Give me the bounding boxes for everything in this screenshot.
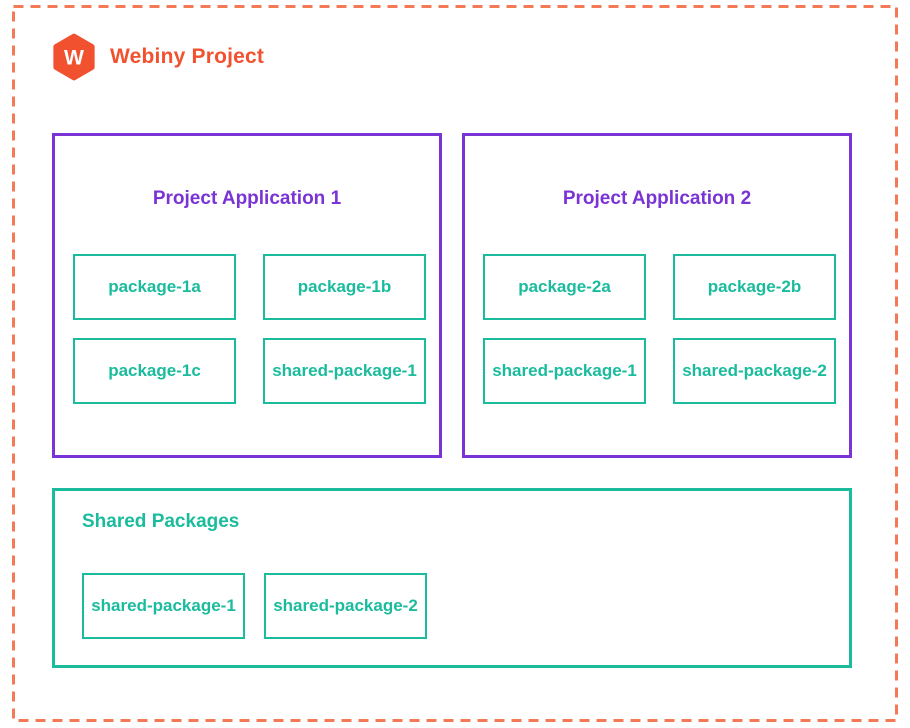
logo-letter: W [64, 46, 84, 69]
webiny-logo-icon: W [53, 33, 95, 81]
shared-packages-title: Shared Packages [82, 511, 240, 532]
shared-packages-box: Shared Packages shared-package-1 shared-… [52, 488, 852, 668]
package-box: shared-package-2 [264, 573, 427, 639]
page-title: Webiny Project [110, 45, 265, 68]
package-box: package-2a [483, 254, 646, 320]
package-box: package-2b [673, 254, 836, 320]
app-1-title: Project Application 1 [152, 188, 342, 209]
package-box: package-1b [263, 254, 426, 320]
project-application-1-box: Project Application 1 package-1a package… [52, 133, 442, 458]
project-application-2-box: Project Application 2 package-2a package… [462, 133, 852, 458]
app-2-title: Project Application 2 [562, 188, 752, 209]
package-box: shared-package-1 [82, 573, 245, 639]
package-box: shared-package-2 [673, 338, 836, 404]
package-box: package-1a [73, 254, 236, 320]
header: W Webiny Project [52, 33, 264, 81]
package-box: shared-package-1 [483, 338, 646, 404]
package-box: package-1c [73, 338, 236, 404]
package-box: shared-package-1 [263, 338, 426, 404]
